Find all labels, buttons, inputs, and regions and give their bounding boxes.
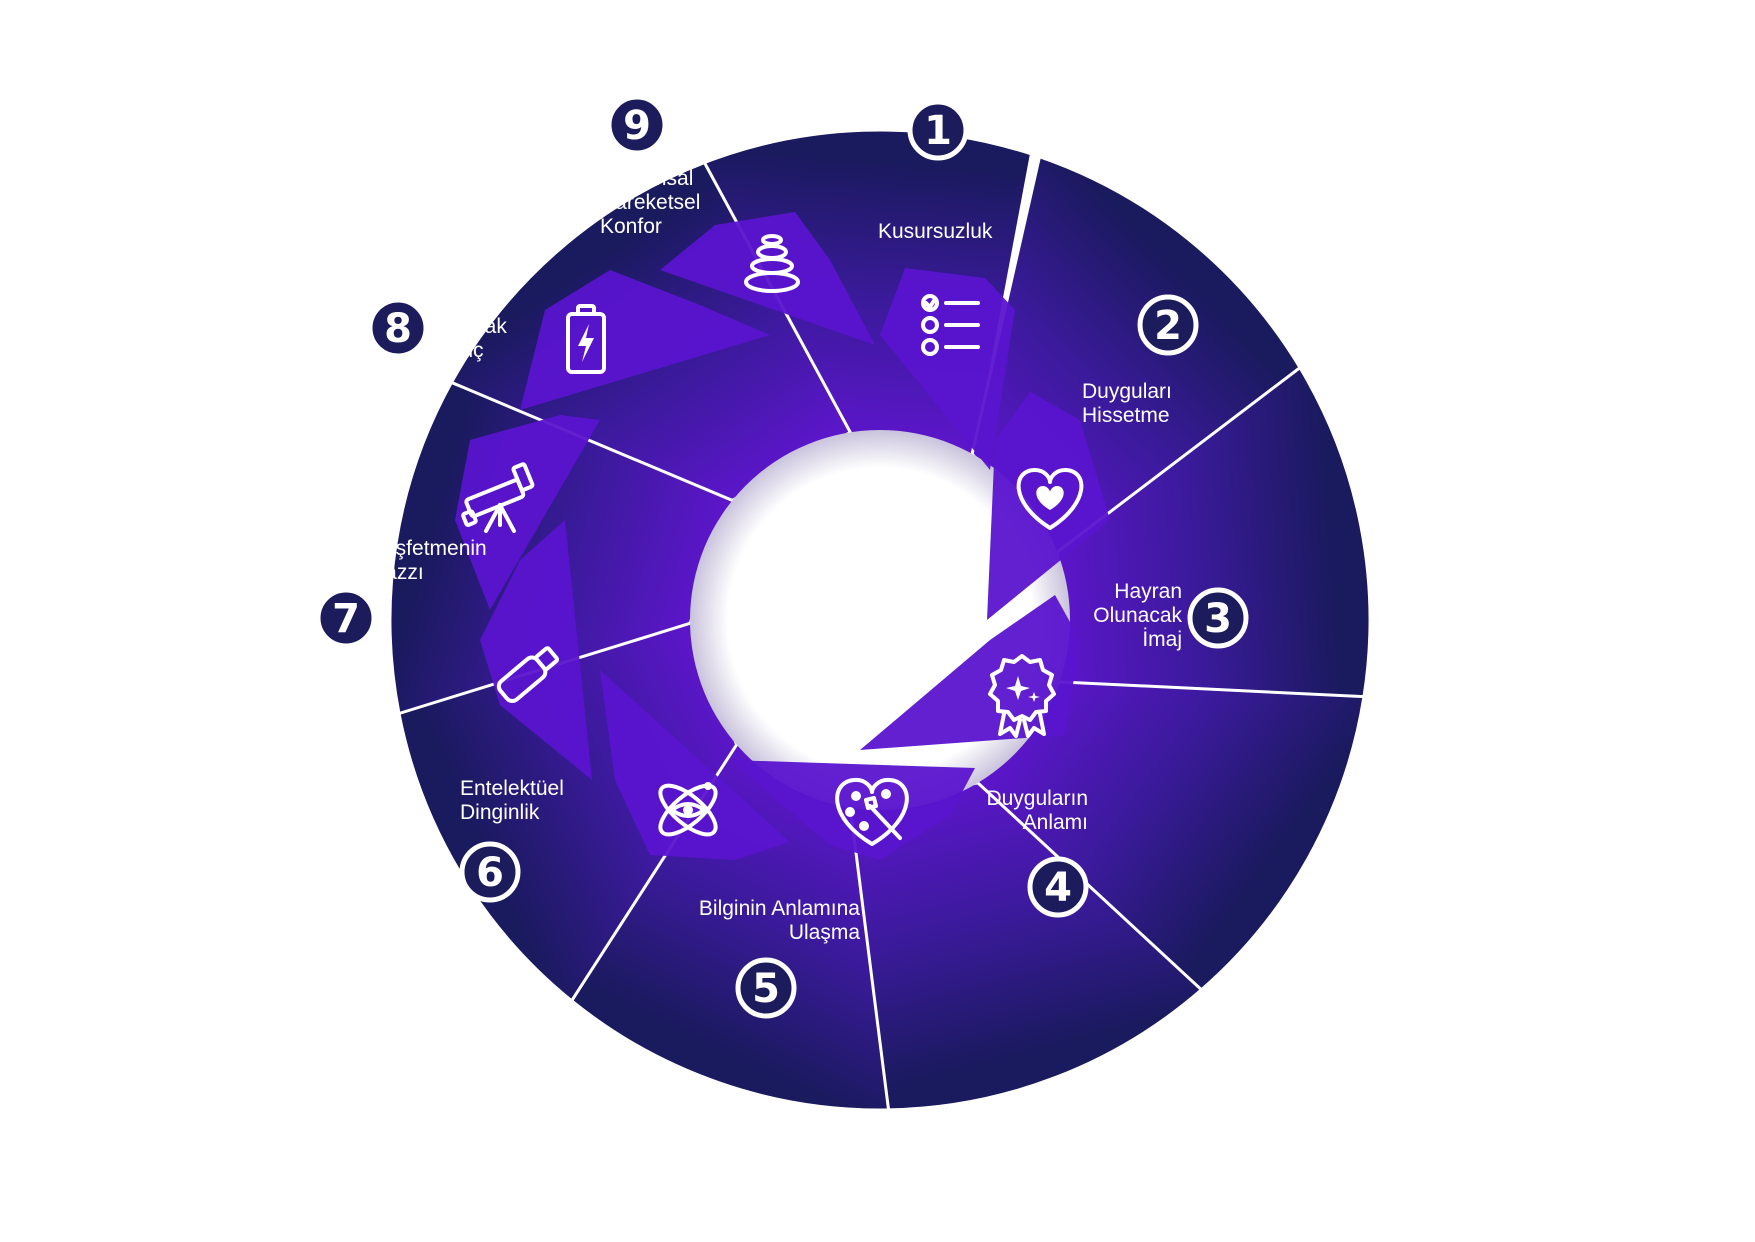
segment-label-1: Kusursuzluk bbox=[878, 220, 993, 243]
number-badge-circle-9 bbox=[606, 94, 668, 156]
flap-7 bbox=[455, 415, 600, 610]
flap-3 bbox=[860, 595, 1080, 750]
segment-label-9-line: Konfor bbox=[600, 215, 662, 238]
segment-label-8-line: Mutlak bbox=[445, 315, 507, 338]
segment-label-5-line: Bilginin Anlamına bbox=[699, 897, 860, 920]
number-badge-9: 9 bbox=[606, 94, 668, 156]
flap-6 bbox=[480, 520, 592, 780]
atom-eye-icon bbox=[658, 782, 718, 837]
segment-label-9-line: Duyumsal bbox=[600, 167, 693, 190]
number-badge-text-2: 2 bbox=[1154, 303, 1182, 349]
segment-label-2-line: Duyguları bbox=[1082, 380, 1172, 403]
segment-label-3-line: İmaj bbox=[1142, 628, 1182, 651]
icon-flaps bbox=[455, 212, 1110, 860]
usb-drive-icon bbox=[496, 646, 560, 704]
art-palette-heart-icon bbox=[835, 777, 909, 846]
number-badge-circle-4 bbox=[1027, 856, 1089, 918]
number-badge-5: 5 bbox=[735, 957, 797, 1019]
number-badge-text-1: 1 bbox=[924, 108, 952, 154]
flap-1 bbox=[880, 268, 1015, 470]
segment-label-7-line: Keşfetmenin bbox=[370, 537, 487, 560]
segment-label-6-line: Dinginlik bbox=[460, 801, 540, 824]
number-badge-text-4: 4 bbox=[1044, 865, 1072, 911]
segment-label-4-line: Anlamı bbox=[1023, 811, 1088, 834]
segment-label-2-line: Hissetme bbox=[1082, 404, 1170, 427]
number-badge-2: 2 bbox=[1137, 294, 1199, 356]
number-badge-1: 1 bbox=[907, 99, 969, 161]
number-badge-4: 4 bbox=[1027, 856, 1089, 918]
number-badge-6: 6 bbox=[459, 841, 521, 903]
battery-charging-icon bbox=[566, 304, 606, 374]
number-badge-circle-5 bbox=[735, 957, 797, 1019]
number-badge-circle-8 bbox=[367, 297, 429, 359]
checklist-icon bbox=[921, 294, 980, 356]
number-badge-text-8: 8 bbox=[384, 306, 412, 352]
segment-label-8-line: Güç bbox=[445, 339, 484, 362]
number-badge-7: 7 bbox=[315, 587, 377, 649]
heart-icon bbox=[1016, 468, 1084, 530]
number-badge-circle-1 bbox=[907, 99, 969, 161]
number-badges: 1 2 3 4 5 6 7 8 9 bbox=[315, 94, 1249, 1019]
flap-5 bbox=[600, 670, 790, 860]
number-badge-text-3: 3 bbox=[1204, 596, 1232, 642]
number-badge-text-5: 5 bbox=[752, 966, 780, 1012]
number-badge-circle-3 bbox=[1187, 587, 1249, 649]
segment-label-6-line: Entelektüel bbox=[460, 777, 564, 800]
award-badge-icon bbox=[988, 654, 1056, 738]
stacked-stones-icon bbox=[744, 234, 800, 293]
segment-label-3-line: Hayran bbox=[1114, 580, 1182, 603]
number-badge-circle-2 bbox=[1137, 294, 1199, 356]
segment-label-1-line: Kusursuzluk bbox=[878, 220, 993, 243]
number-badge-3: 3 bbox=[1187, 587, 1249, 649]
number-badge-8: 8 bbox=[367, 297, 429, 359]
segment-label-5-line: Ulaşma bbox=[789, 921, 861, 944]
segment-label-7-line: Hazzı bbox=[370, 561, 424, 584]
flap-9 bbox=[660, 212, 875, 345]
number-badge-text-7: 7 bbox=[332, 596, 360, 642]
segment-label-3-line: Olunacak bbox=[1093, 604, 1182, 627]
telescope-icon bbox=[461, 462, 535, 533]
number-badge-text-6: 6 bbox=[476, 850, 504, 896]
number-badge-circle-6 bbox=[459, 841, 521, 903]
number-badge-circle-7 bbox=[315, 587, 377, 649]
segment-label-9-line: Hareketsel bbox=[600, 191, 700, 214]
segment-label-4-line: Duyguların bbox=[986, 787, 1088, 810]
number-badge-text-9: 9 bbox=[623, 103, 651, 149]
